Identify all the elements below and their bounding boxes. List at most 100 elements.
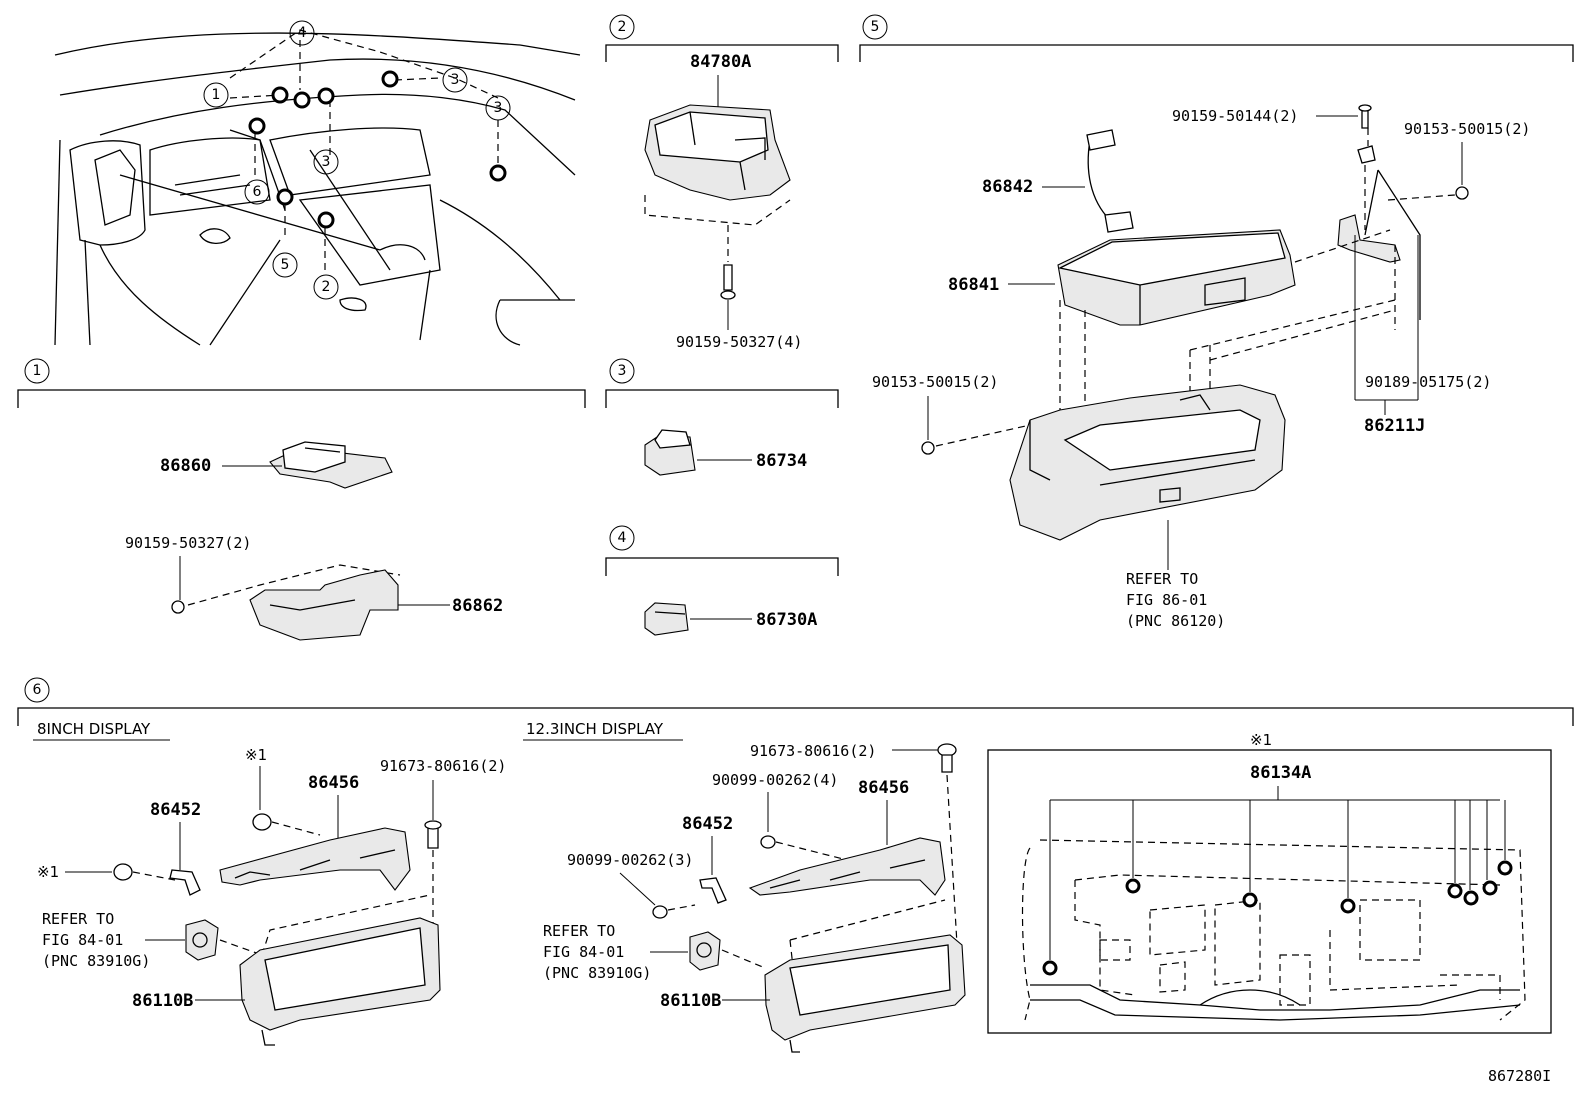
section-2-callout (609, 14, 635, 40)
location-marker-4 (293, 91, 311, 109)
section-1-number: 1 (33, 363, 42, 379)
clamp-6 (1463, 890, 1479, 906)
refer-to-right-line3: (PNC 83910G) (543, 964, 651, 982)
refer-to-line2: FIG 86-01 (1126, 591, 1207, 609)
overview-callout-3b: 3 (485, 95, 511, 121)
screw-90099-3 (652, 905, 668, 919)
section-3-callout (609, 358, 635, 384)
section-1-callout (24, 358, 50, 384)
label-86841: 86841 (948, 275, 999, 295)
label-90099-00262-3: 90099-00262(3) (567, 851, 693, 869)
refer-to-left-line1: REFER TO (42, 910, 114, 928)
refer-to-right-line2: FIG 84-01 (543, 943, 624, 961)
label-86456-right: 86456 (858, 778, 909, 798)
label-84780A: 84780A (690, 52, 751, 72)
section-6: 6 8INCH DISPLAY ※1 86456 91673-80616(2) … (17, 677, 1574, 1053)
heading-12-3inch-display: 12.3INCH DISPLAY (526, 720, 664, 738)
svg-text:1: 1 (212, 87, 221, 103)
note-mark-detail: ※1 (1250, 731, 1272, 749)
section-6-callout (24, 677, 50, 703)
bracket-86456-right-shape (748, 837, 946, 896)
label-86862: 86862 (452, 596, 503, 616)
svg-text:3: 3 (451, 72, 460, 88)
location-marker-3c (489, 164, 507, 182)
svg-text:6: 6 (253, 184, 262, 200)
part-86730A-shape (644, 602, 689, 636)
label-90159-50327-2: 90159-50327(2) (125, 534, 251, 552)
figure-id: 867280I (1488, 1067, 1551, 1085)
label-90099-00262-4: 90099-00262(4) (712, 771, 838, 789)
svg-text:3: 3 (322, 154, 331, 170)
refer-to-left-line3: (PNC 83910G) (42, 952, 150, 970)
refer-to-line3: (PNC 86120) (1126, 612, 1225, 630)
section-4: 4 86730A (605, 525, 839, 636)
section-2: 2 84780A 90159-50327(4) (605, 14, 839, 351)
label-86134A: 86134A (1250, 763, 1311, 783)
bolt-90159-50144 (1361, 109, 1369, 129)
overview-callout-1: 1 (203, 82, 229, 108)
svg-text:2: 2 (322, 279, 331, 295)
section-3-number: 3 (618, 363, 627, 379)
label-86456-left: 86456 (308, 773, 359, 793)
overview-callout-3a: 3 (442, 67, 468, 93)
clip-86452-right (699, 877, 727, 904)
section-5: 5 90159-50144(2) 90153-50015(2) 90189-05… (859, 14, 1574, 630)
section-5-number: 5 (871, 19, 880, 35)
detail-box-86134A (987, 749, 1552, 1034)
location-marker-3b (381, 70, 399, 88)
note-mark-left-top: ※1 (245, 746, 267, 764)
label-86452-right: 86452 (682, 814, 733, 834)
overview-callout-4: 4 (289, 20, 315, 46)
refer-to-left-line2: FIG 84-01 (42, 931, 123, 949)
svg-text:4: 4 (298, 25, 307, 41)
refer-to-right-line1: REFER TO (543, 922, 615, 940)
clamp-8 (1497, 860, 1513, 876)
section-4-number: 4 (618, 530, 627, 546)
bolt-91673-right (937, 743, 957, 757)
label-91673-80616-right: 91673-80616(2) (750, 742, 876, 760)
switch-83910G-right (689, 931, 721, 971)
label-86734: 86734 (756, 451, 807, 471)
label-90189-05175: 90189-05175(2) (1365, 373, 1491, 391)
clamp-1 (1042, 960, 1058, 976)
label-86860: 86860 (160, 456, 211, 476)
section-4-callout (609, 525, 635, 551)
bolt-90159-50327 (171, 600, 185, 614)
bracket-86211J-shape (1337, 214, 1401, 263)
label-86730A: 86730A (756, 610, 817, 630)
label-91673-80616-left: 91673-80616(2) (380, 757, 506, 775)
dashboard-overview-illustration: 1 4 3 3 3 6 5 2 (54, 20, 581, 346)
screw-90099-4 (760, 835, 776, 849)
svg-text:3: 3 (494, 100, 503, 116)
note-mark-left-side: ※1 (37, 863, 59, 881)
refer-to-line1: REFER TO (1126, 570, 1198, 588)
section-2-number: 2 (618, 19, 627, 35)
bracket-86456-left-shape (219, 827, 411, 891)
label-90153-50015-left: 90153-50015(2) (872, 373, 998, 391)
clip-nut (1357, 145, 1376, 164)
label-90153-50015-right: 90153-50015(2) (1404, 120, 1530, 138)
label-86452-left: 86452 (150, 800, 201, 820)
clamp-7 (1482, 880, 1498, 896)
bolt-90159-50327-4 (723, 264, 733, 291)
label-86211J: 86211J (1364, 416, 1425, 436)
location-marker-5 (276, 188, 294, 206)
clamp-3 (1242, 892, 1258, 908)
section-1: 1 86860 90159-50327(2) 86862 (17, 358, 586, 641)
clip-8inch-side (113, 863, 133, 881)
overview-callout-5: 5 (272, 252, 298, 278)
clip-8inch-top (252, 813, 272, 831)
label-86842: 86842 (982, 177, 1033, 197)
location-marker-6 (248, 117, 266, 135)
location-marker-3a (317, 87, 335, 105)
label-90159-50144: 90159-50144(2) (1172, 107, 1298, 125)
clamp-5 (1447, 883, 1463, 899)
svg-text:5: 5 (281, 257, 290, 273)
label-90159-50327-4: 90159-50327(4) (676, 333, 802, 351)
section-6-number: 6 (33, 682, 42, 698)
heading-8inch-display: 8INCH DISPLAY (37, 720, 151, 738)
clamp-2 (1125, 878, 1141, 894)
location-marker-1 (271, 86, 289, 104)
